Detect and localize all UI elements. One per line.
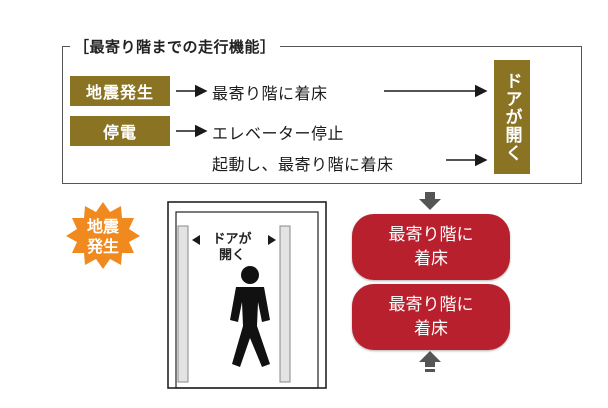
earthquake-box: 地震発生 (70, 76, 170, 106)
door-open-label: ドアが開く (501, 72, 522, 162)
door-open-box: ドアが開く (494, 60, 530, 174)
up-arrow-icon (419, 351, 441, 372)
result-bottom-line1: 最寄り階に (388, 295, 474, 315)
earthquake-label: 地震発生 (85, 83, 154, 102)
earthquake-burst-icon (66, 202, 140, 269)
down-arrow-icon (419, 192, 441, 210)
result-box-top: 最寄り階に 着床 (352, 214, 510, 280)
result-top-line2: 着床 (414, 249, 448, 269)
door-right-arrow (268, 235, 276, 245)
door-label-line2: 開く (218, 248, 245, 263)
outage-step1-text: エレベーター停止 (212, 124, 345, 143)
earthquake-burst-label: 地震 発生 (68, 217, 138, 257)
result-top-line1: 最寄り階に (388, 225, 474, 245)
door-left-arrow (192, 235, 200, 245)
burst-label-line2: 発生 (86, 237, 119, 256)
panel-title: ［最寄り階までの走行機能］ (70, 36, 280, 57)
result-bottom-line2: 着床 (414, 319, 448, 339)
quake-result-text: 最寄り階に着床 (212, 84, 328, 103)
burst-label-line1: 地震 (86, 217, 119, 236)
door-opening-label: ドアが 開く (202, 232, 262, 264)
door-label-line1: ドアが (212, 232, 252, 247)
power-outage-label: 停電 (102, 123, 137, 142)
power-outage-box: 停電 (70, 116, 170, 146)
result-box-bottom: 最寄り階に 着床 (352, 284, 510, 350)
outage-step2-text: 起動し、最寄り階に着床 (212, 155, 394, 174)
elevator-illustration (167, 201, 327, 389)
person-icon (230, 266, 270, 367)
